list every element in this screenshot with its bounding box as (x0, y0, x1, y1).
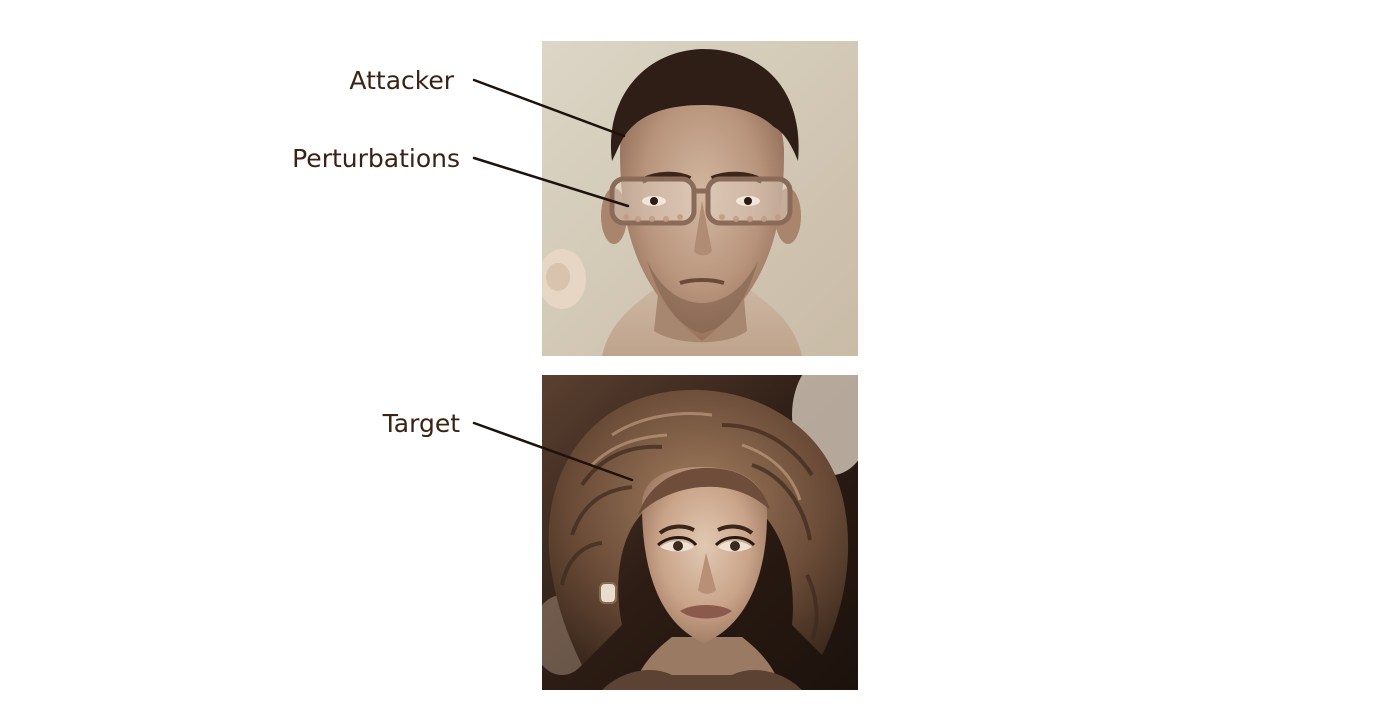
perturbations-label: Perturbations (292, 144, 460, 173)
target-label: Target (382, 409, 460, 438)
target-face-image (542, 375, 858, 690)
target-photo (542, 375, 858, 690)
attacker-label: Attacker (349, 66, 454, 95)
attacker-face-image (542, 41, 858, 356)
attacker-photo (542, 41, 858, 356)
